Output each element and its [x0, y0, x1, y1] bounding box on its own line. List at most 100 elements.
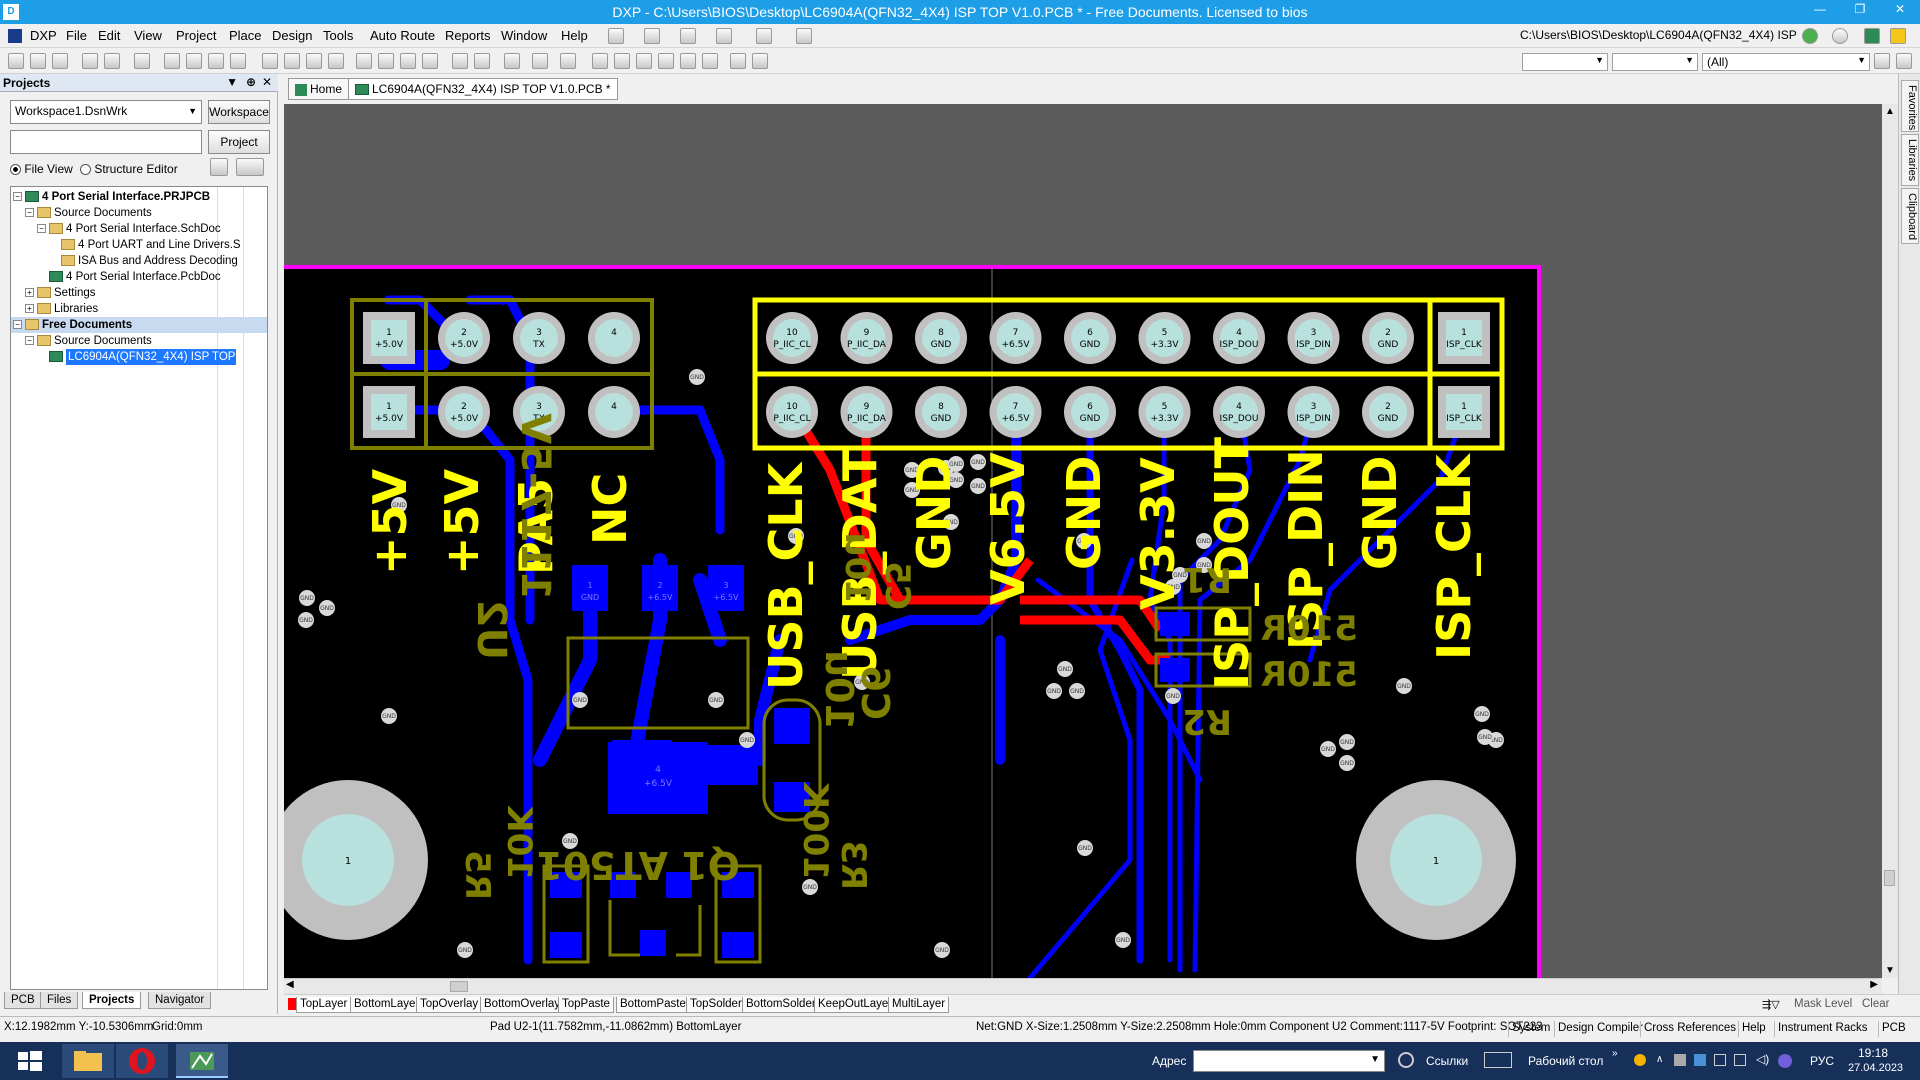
r5-pad-2[interactable]	[550, 932, 582, 958]
windows-start-icon[interactable]	[4, 1044, 56, 1078]
structure-editor-radio[interactable]	[80, 164, 91, 176]
workspace-button[interactable]: Workspace	[208, 100, 270, 124]
menu-reports[interactable]: Reports	[445, 28, 491, 43]
gnd-via-29[interactable]	[1396, 678, 1412, 694]
gnd-via-27[interactable]	[1046, 683, 1062, 699]
design-compiler-button[interactable]: Design Compiler	[1554, 1021, 1646, 1037]
gnd-via-34[interactable]	[1339, 734, 1355, 750]
cross-references-button[interactable]: Cross References	[1640, 1021, 1739, 1037]
gnd-via-1[interactable]	[689, 369, 705, 385]
forward-icon[interactable]	[1832, 28, 1848, 44]
tree-item-pcbdoc[interactable]: 4 Port Serial Interface.PcbDoc	[49, 269, 221, 285]
collapse-icon[interactable]: −	[25, 336, 34, 345]
gnd-via-25[interactable]	[1172, 567, 1188, 583]
gnd-via-2[interactable]	[391, 497, 407, 513]
measure-tool-icon[interactable]	[716, 28, 732, 44]
system-button[interactable]: System	[1508, 1021, 1553, 1037]
cut-icon[interactable]	[262, 53, 278, 69]
menu-tools[interactable]: Tools	[323, 28, 354, 43]
save-icon[interactable]	[52, 53, 68, 69]
tree-item-source-docs-2[interactable]: −Source Documents	[25, 333, 152, 349]
select-area-icon[interactable]	[356, 53, 372, 69]
u2-pad-1[interactable]	[572, 565, 608, 611]
menu-window[interactable]: Window	[501, 28, 548, 43]
snap-icon[interactable]: ⇶▽	[1762, 999, 1780, 1011]
favorite-star-icon[interactable]	[1890, 28, 1906, 44]
project-tree[interactable]: −4 Port Serial Interface.PRJPCB −Source …	[10, 186, 268, 990]
place-component-icon[interactable]	[752, 53, 768, 69]
place-polygon-icon[interactable]	[702, 53, 718, 69]
tab-files[interactable]: Files	[40, 992, 79, 1009]
tab-topsolder[interactable]: TopSolder	[686, 997, 746, 1013]
tab-favorites[interactable]: Favorites	[1901, 80, 1919, 132]
tab-pcb-document[interactable]: LC6904A(QFN32_4X4) ISP TOP V1.0.PCB *	[348, 78, 618, 100]
mount-hole-left[interactable]: 1	[284, 780, 428, 940]
u2-pad-2[interactable]	[642, 565, 678, 611]
u2-pad-3[interactable]	[708, 565, 744, 611]
tree-item-lc6904a[interactable]: LC6904A(QFN32_4X4) ISP TOP V	[49, 349, 267, 365]
c6-pad-1[interactable]	[774, 708, 810, 744]
select-tool-icon[interactable]	[680, 28, 696, 44]
mount-hole-right[interactable]: 1	[1356, 780, 1516, 940]
filter-combo[interactable]: ▼	[1612, 53, 1698, 71]
tab-bottomlayer[interactable]: BottomLayer	[350, 997, 424, 1013]
back-icon[interactable]	[1802, 28, 1818, 44]
zoom-fit-icon[interactable]	[164, 53, 180, 69]
clock-date[interactable]: 27.04.2023	[1848, 1062, 1904, 1074]
pin-icon[interactable]: ⊕	[245, 75, 256, 89]
tab-navigator[interactable]: Navigator	[148, 992, 212, 1009]
gnd-via-37[interactable]	[1115, 932, 1131, 948]
close-icon[interactable]: ✕	[1894, 2, 1906, 16]
file-view-radio[interactable]	[10, 164, 21, 176]
gnd-via-10[interactable]	[708, 692, 724, 708]
r5-pad-1[interactable]	[550, 872, 582, 898]
gnd-via-4[interactable]	[298, 612, 314, 628]
project-combo[interactable]	[10, 130, 202, 154]
minimize-icon[interactable]: —	[1814, 2, 1826, 16]
highlight-icon[interactable]	[504, 53, 520, 69]
tab-clipboard[interactable]: Clipboard	[1901, 188, 1919, 244]
gnd-via-9[interactable]	[572, 692, 588, 708]
tree-item-settings[interactable]: +Settings	[25, 285, 96, 301]
tab-bottompaste[interactable]: BottomPaste	[616, 997, 690, 1013]
q1-pad-1[interactable]	[610, 872, 636, 898]
tray-expand-icon[interactable]: ∧	[1656, 1054, 1664, 1065]
gnd-via-14[interactable]	[904, 462, 920, 478]
scroll-right-icon[interactable]: ▶	[1870, 979, 1878, 990]
gnd-via-3[interactable]	[299, 590, 315, 606]
gnd-via-17[interactable]	[948, 456, 964, 472]
gnd-via-16[interactable]	[904, 482, 920, 498]
volume-icon[interactable]: ◁)	[1756, 1052, 1770, 1066]
c6-pad-2[interactable]	[774, 782, 810, 812]
zoom-filter-icon[interactable]	[230, 53, 246, 69]
gnd-via-36[interactable]	[1077, 840, 1093, 856]
u2-footprint[interactable]: 1 GND 2 +6.5V 3 +6.5V 4 +6.5V	[572, 565, 744, 814]
r3-pad-1[interactable]	[722, 872, 754, 898]
layer-combo[interactable]: ▼	[1522, 53, 1608, 71]
tree-item-libraries[interactable]: +Libraries	[25, 301, 98, 317]
file-explorer-icon[interactable]	[62, 1044, 114, 1078]
menu-auto-route[interactable]: Auto Route	[370, 28, 436, 43]
altium-dxp-icon[interactable]	[176, 1044, 228, 1078]
component-tool-icon[interactable]	[756, 28, 772, 44]
mask-level-button[interactable]: Mask Level	[1794, 998, 1853, 1010]
gnd-via-8[interactable]	[562, 833, 578, 849]
tab-toplayer[interactable]: TopLayer	[296, 997, 352, 1013]
open-icon[interactable]	[30, 53, 46, 69]
notification-app-icon[interactable]	[1634, 1054, 1646, 1066]
gnd-via-20[interactable]	[970, 478, 986, 494]
move-icon[interactable]	[378, 53, 394, 69]
place-via-icon[interactable]	[636, 53, 652, 69]
tray-app-icon[interactable]	[1674, 1054, 1686, 1066]
gnd-via-38[interactable]	[934, 942, 950, 958]
gnd-via-26[interactable]	[1057, 661, 1073, 677]
project-button[interactable]: Project	[208, 130, 270, 154]
links-toolbar[interactable]: Ссылки	[1426, 1054, 1469, 1068]
project-options-icon[interactable]	[210, 158, 228, 176]
q1-pad-2[interactable]	[666, 872, 692, 898]
collapse-icon[interactable]: −	[13, 320, 22, 329]
gnd-via-39[interactable]	[802, 879, 818, 895]
scope-combo[interactable]: (All)▼	[1702, 53, 1870, 71]
instrument-racks-button[interactable]: Instrument Racks	[1774, 1021, 1870, 1037]
panel-menu-icon[interactable]: ▼	[226, 75, 238, 89]
